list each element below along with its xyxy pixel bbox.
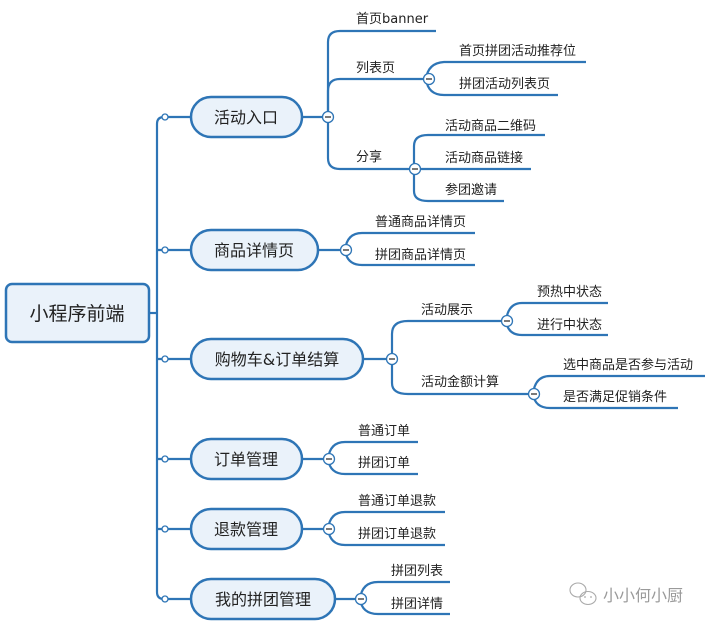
branch-label: 活动入口 — [214, 108, 278, 127]
node-label: 普通订单 — [358, 424, 410, 439]
branch-node-my-group-buy[interactable]: 我的拼团管理 — [189, 577, 337, 621]
branch-dot — [161, 355, 169, 363]
connector — [390, 319, 506, 359]
node-label: 首页拼团活动推荐位 — [459, 44, 576, 59]
node-label: 拼团详情 — [391, 597, 443, 612]
collapse-toggle[interactable] — [322, 522, 336, 536]
branch-node-cart-checkout[interactable]: 购物车&订单结算 — [189, 337, 365, 381]
branch-dot — [161, 455, 169, 463]
connector — [326, 29, 436, 117]
connector — [412, 169, 504, 203]
node-label: 拼团商品详情页 — [375, 248, 466, 263]
node-label: 活动展示 — [421, 303, 473, 318]
node-label: 活动商品链接 — [445, 150, 523, 166]
node-label: 预热中状态 — [537, 285, 602, 300]
connector — [326, 117, 414, 171]
node-label: 活动金额计算 — [421, 374, 499, 390]
root-label: 小程序前端 — [29, 303, 124, 325]
branch-label: 退款管理 — [214, 520, 278, 539]
collapse-toggle[interactable] — [500, 314, 514, 328]
connector — [326, 77, 426, 117]
node-label: 拼团订单退款 — [358, 527, 436, 542]
collapse-toggle[interactable] — [408, 162, 422, 176]
branch-node-order-management[interactable]: 订单管理 — [189, 437, 304, 481]
watermark: 小小何小厨 — [569, 582, 683, 606]
branch-label: 商品详情页 — [214, 241, 294, 260]
watermark-text: 小小何小厨 — [603, 586, 683, 605]
node-label: 普通订单退款 — [358, 494, 436, 509]
node-label: 拼团订单 — [358, 456, 410, 471]
branch-label: 购物车&订单结算 — [215, 350, 339, 369]
collapse-toggle[interactable] — [354, 592, 368, 606]
node-label: 参团邀请 — [445, 182, 497, 198]
collapse-toggle[interactable] — [321, 110, 335, 124]
branch-node-refund-management[interactable]: 退款管理 — [189, 507, 304, 551]
node-label: 活动商品二维码 — [445, 119, 536, 134]
branch-node-activity-entry[interactable]: 活动入口 — [189, 95, 304, 139]
wechat-icon — [569, 582, 597, 606]
connector — [412, 133, 545, 169]
node-label: 是否满足促销条件 — [563, 389, 667, 405]
collapse-toggle[interactable] — [322, 452, 336, 466]
branch-dot — [161, 595, 169, 603]
node-label: 进行中状态 — [537, 318, 602, 333]
connector — [390, 359, 538, 396]
collapse-toggle[interactable] — [527, 387, 541, 401]
node-label: 选中商品是否参与活动 — [563, 357, 693, 373]
node-label: 拼团活动列表页 — [459, 77, 550, 92]
node-label: 列表页 — [356, 61, 395, 76]
node-label: 首页banner — [356, 12, 429, 27]
collapse-toggle[interactable] — [339, 243, 353, 257]
branch-dot — [161, 246, 169, 254]
branch-dot — [161, 113, 169, 121]
node-label: 拼团列表 — [391, 564, 443, 579]
root-node[interactable]: 小程序前端 — [4, 282, 151, 344]
collapse-toggle[interactable] — [422, 72, 436, 86]
node-label: 分享 — [356, 149, 382, 165]
collapse-toggle[interactable] — [385, 352, 399, 366]
branch-label: 我的拼团管理 — [215, 590, 311, 609]
branch-label: 订单管理 — [214, 450, 278, 469]
branch-dot — [161, 525, 169, 533]
node-label: 普通商品详情页 — [375, 215, 466, 230]
branch-node-product-detail[interactable]: 商品详情页 — [189, 228, 320, 272]
